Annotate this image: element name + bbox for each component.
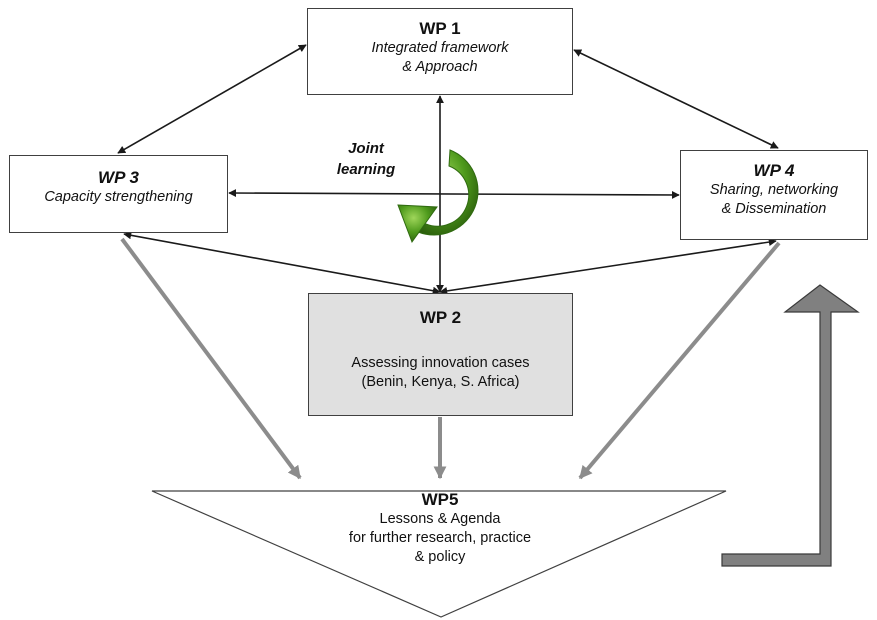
wp3-title: WP 3 bbox=[98, 168, 139, 187]
wp5-triangle bbox=[151, 490, 727, 618]
arrow-wp4-wp2 bbox=[439, 238, 777, 295]
wp5-line-1: Lessons & Agenda bbox=[379, 511, 501, 527]
wp5-title: WP5 bbox=[421, 490, 459, 509]
wp1-line-2: & Approach bbox=[402, 59, 478, 75]
wp2-line-2: (Benin, Kenya, S. Africa) bbox=[361, 374, 520, 390]
arrow-wp3-wp2 bbox=[123, 231, 441, 295]
arrow-wp3-wp4 bbox=[228, 189, 680, 199]
wp3-box: WP 3 Capacity strengthening bbox=[9, 155, 228, 233]
wp1-title: WP 1 bbox=[419, 19, 461, 38]
wp4-box: WP 4 Sharing, networking & Dissemination bbox=[680, 150, 868, 240]
feedback-arrow-icon bbox=[721, 284, 860, 567]
joint-learning-line-1: Joint bbox=[348, 140, 384, 157]
green-cycle-arrow-icon bbox=[397, 149, 479, 244]
wp2-line-1: Assessing innovation cases bbox=[351, 355, 530, 371]
wp5-line-2: for further research, practice bbox=[348, 530, 532, 546]
wp2-box: WP 2 Assessing innovation cases (Benin, … bbox=[308, 293, 573, 416]
wp1-box: WP 1 Integrated framework & Approach bbox=[307, 8, 573, 95]
wp5-label: WP5 Lessons & Agenda for further researc… bbox=[300, 490, 580, 567]
wp5-line-3: & policy bbox=[414, 549, 466, 565]
arrow-wp1-wp3 bbox=[117, 44, 307, 154]
arrow-wp3-to-wp5 bbox=[120, 237, 302, 480]
wp4-line-1: Sharing, networking bbox=[709, 182, 839, 198]
arrow-wp1-wp4 bbox=[573, 49, 779, 149]
joint-learning-label: Joint learning bbox=[316, 138, 416, 180]
arrow-wp4-to-wp5 bbox=[578, 241, 781, 480]
joint-learning-line-2: learning bbox=[336, 161, 396, 178]
wp4-line-2: & Dissemination bbox=[721, 201, 827, 217]
wp2-title: WP 2 bbox=[419, 308, 462, 327]
wp3-line-1: Capacity strengthening bbox=[44, 189, 193, 205]
wp1-line-1: Integrated framework bbox=[371, 40, 509, 56]
wp4-title: WP 4 bbox=[753, 161, 795, 180]
